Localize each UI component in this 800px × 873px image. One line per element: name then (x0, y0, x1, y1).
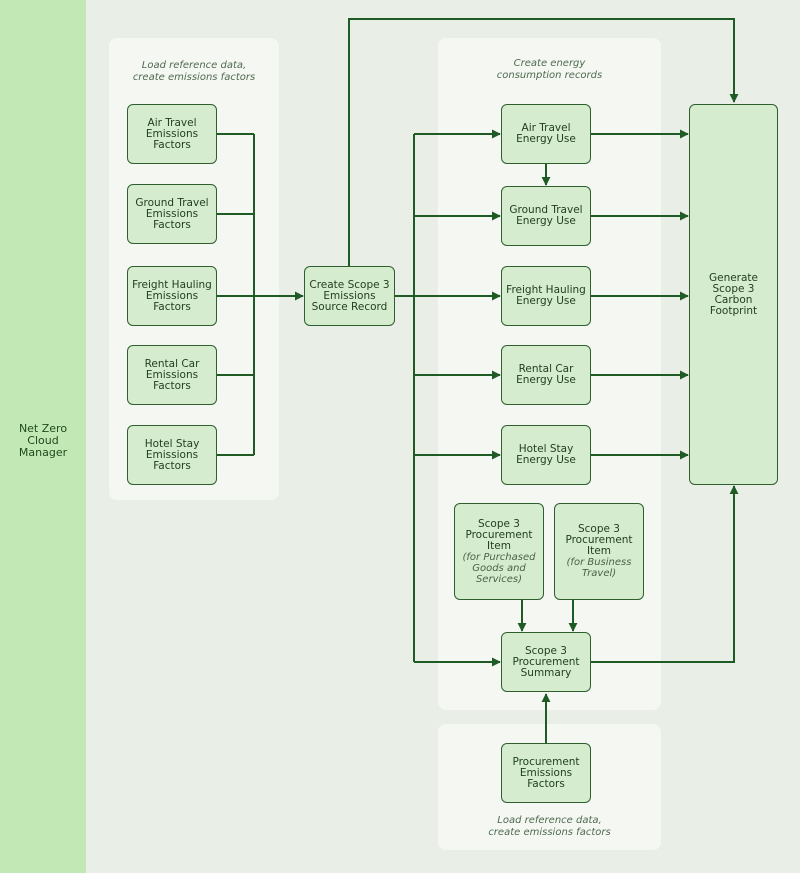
node-label: Ground Travel Energy Use (509, 204, 583, 227)
swimlane-net-zero-cloud-manager (0, 0, 86, 873)
swimlane-label: Net Zero Cloud Manager (18, 422, 68, 459)
node-label: Hotel Stay Emissions Factors (144, 437, 200, 472)
ground-travel-energy-use-node[interactable]: Ground Travel Energy Use (501, 186, 591, 246)
node-sublabel: (for Purchased Goods and Services) (462, 551, 536, 585)
node-sublabel: (for Business Travel) (566, 557, 632, 579)
create-scope3-source-record-node[interactable]: Create Scope 3 Emissions Source Record (304, 266, 395, 326)
node-label: Scope 3 Procurement Summary (512, 644, 580, 679)
node-label: Generate Scope 3 Carbon Footprint (708, 272, 759, 317)
node-label: Create Scope 3 Emissions Source Record (309, 278, 390, 313)
rental-car-emissions-factors-node[interactable]: Rental Car Emissions Factors (127, 345, 217, 405)
generate-carbon-footprint-node[interactable]: Generate Scope 3 Carbon Footprint (689, 104, 778, 485)
reference-data-caption: Load reference data, create emissions fa… (132, 60, 256, 83)
air-travel-emissions-factors-node[interactable]: Air Travel Emissions Factors (127, 104, 217, 164)
procurement-factors-caption: Load reference data, create emissions fa… (488, 815, 611, 838)
node-label: Scope 3 Procurement Item (465, 517, 533, 552)
node-label: Freight Hauling Emissions Factors (132, 278, 212, 313)
energy-records-caption: Create energy consumption records (496, 58, 603, 81)
node-label: Hotel Stay Energy Use (516, 443, 576, 466)
node-label: Rental Car Energy Use (516, 363, 576, 386)
freight-hauling-emissions-factors-node[interactable]: Freight Hauling Emissions Factors (127, 266, 217, 326)
procurement-emissions-factors-node[interactable]: Procurement Emissions Factors (501, 743, 591, 803)
node-label: Rental Car Emissions Factors (144, 357, 200, 392)
procurement-item-travel-node[interactable]: Scope 3 Procurement Item (for Business T… (554, 503, 644, 600)
procurement-summary-node[interactable]: Scope 3 Procurement Summary (501, 632, 591, 692)
hotel-stay-emissions-factors-node[interactable]: Hotel Stay Emissions Factors (127, 425, 217, 485)
hotel-stay-energy-use-node[interactable]: Hotel Stay Energy Use (501, 425, 591, 485)
node-label: Procurement Emissions Factors (512, 755, 580, 790)
ground-travel-emissions-factors-node[interactable]: Ground Travel Emissions Factors (127, 184, 217, 244)
freight-hauling-energy-use-node[interactable]: Freight Hauling Energy Use (501, 266, 591, 326)
node-label: Ground Travel Emissions Factors (135, 196, 209, 231)
rental-car-energy-use-node[interactable]: Rental Car Energy Use (501, 345, 591, 405)
air-travel-energy-use-node[interactable]: Air Travel Energy Use (501, 104, 591, 164)
node-label: Air Travel Energy Use (516, 122, 576, 145)
node-label: Scope 3 Procurement Item (565, 523, 633, 557)
node-label: Air Travel Emissions Factors (145, 116, 199, 151)
node-label: Freight Hauling Energy Use (506, 284, 586, 307)
procurement-item-goods-node[interactable]: Scope 3 Procurement Item (for Purchased … (454, 503, 544, 600)
